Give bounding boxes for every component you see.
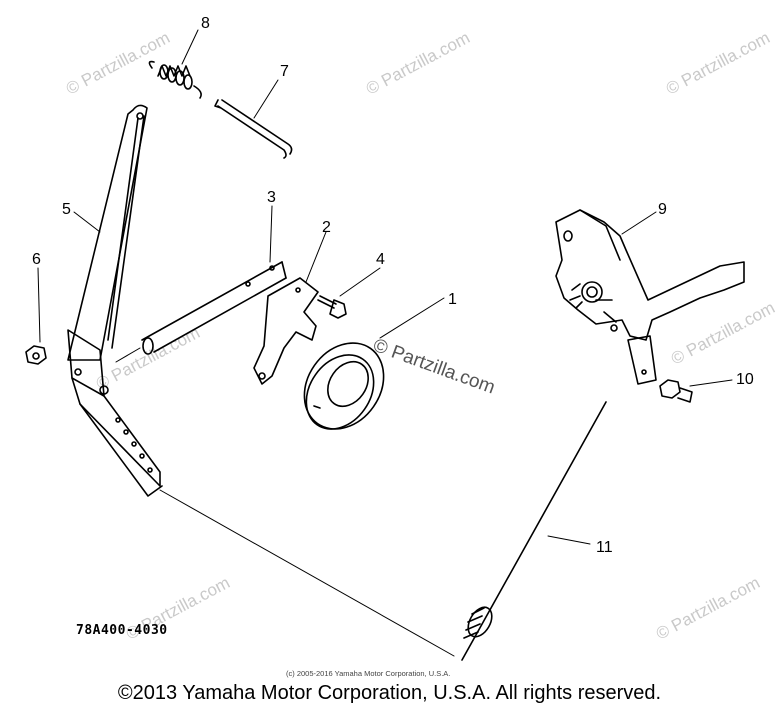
callout-6: 6 (32, 251, 41, 268)
callout-9: 9 (658, 201, 667, 218)
callout-7: 7 (280, 63, 289, 80)
small-copyright: (c) 2005-2016 Yamaha Motor Corporation, … (286, 669, 450, 678)
watermark-3: © Partzilla.com (663, 28, 773, 99)
part-10-bolt (659, 379, 693, 403)
callout-8: 8 (201, 15, 210, 32)
callout-3: 3 (267, 189, 276, 206)
part-4-bolt (317, 295, 347, 319)
watermark-7: © Partzilla.com (653, 573, 763, 644)
part-9-bracket-assembly (555, 209, 745, 385)
watermark-1: © Partzilla.com (63, 28, 173, 99)
callout-10: 10 (736, 371, 754, 388)
callout-4: 4 (376, 251, 385, 268)
part-11-wire (461, 401, 607, 661)
part-2-bracket (253, 277, 319, 385)
callout-2: 2 (322, 219, 331, 236)
part-5-lever (67, 104, 163, 497)
part-3-shaft (141, 261, 287, 355)
part-6-nut (25, 345, 47, 365)
watermark-2: © Partzilla.com (363, 28, 473, 99)
callout-11: 11 (596, 539, 613, 556)
watermark-4: © Partzilla.com (668, 298, 778, 369)
diagram-code: 78A400-4030 (76, 623, 168, 638)
part-7-rod (214, 99, 293, 159)
leader-lines (37, 29, 733, 657)
watermark-main: © Partzilla.com (370, 335, 497, 399)
callout-5: 5 (62, 201, 71, 218)
footer-copyright: ©2013 Yamaha Motor Corporation, U.S.A. A… (117, 682, 662, 704)
part-8-spring (148, 60, 202, 99)
part-1-ring (303, 342, 385, 430)
callout-1: 1 (448, 291, 457, 308)
